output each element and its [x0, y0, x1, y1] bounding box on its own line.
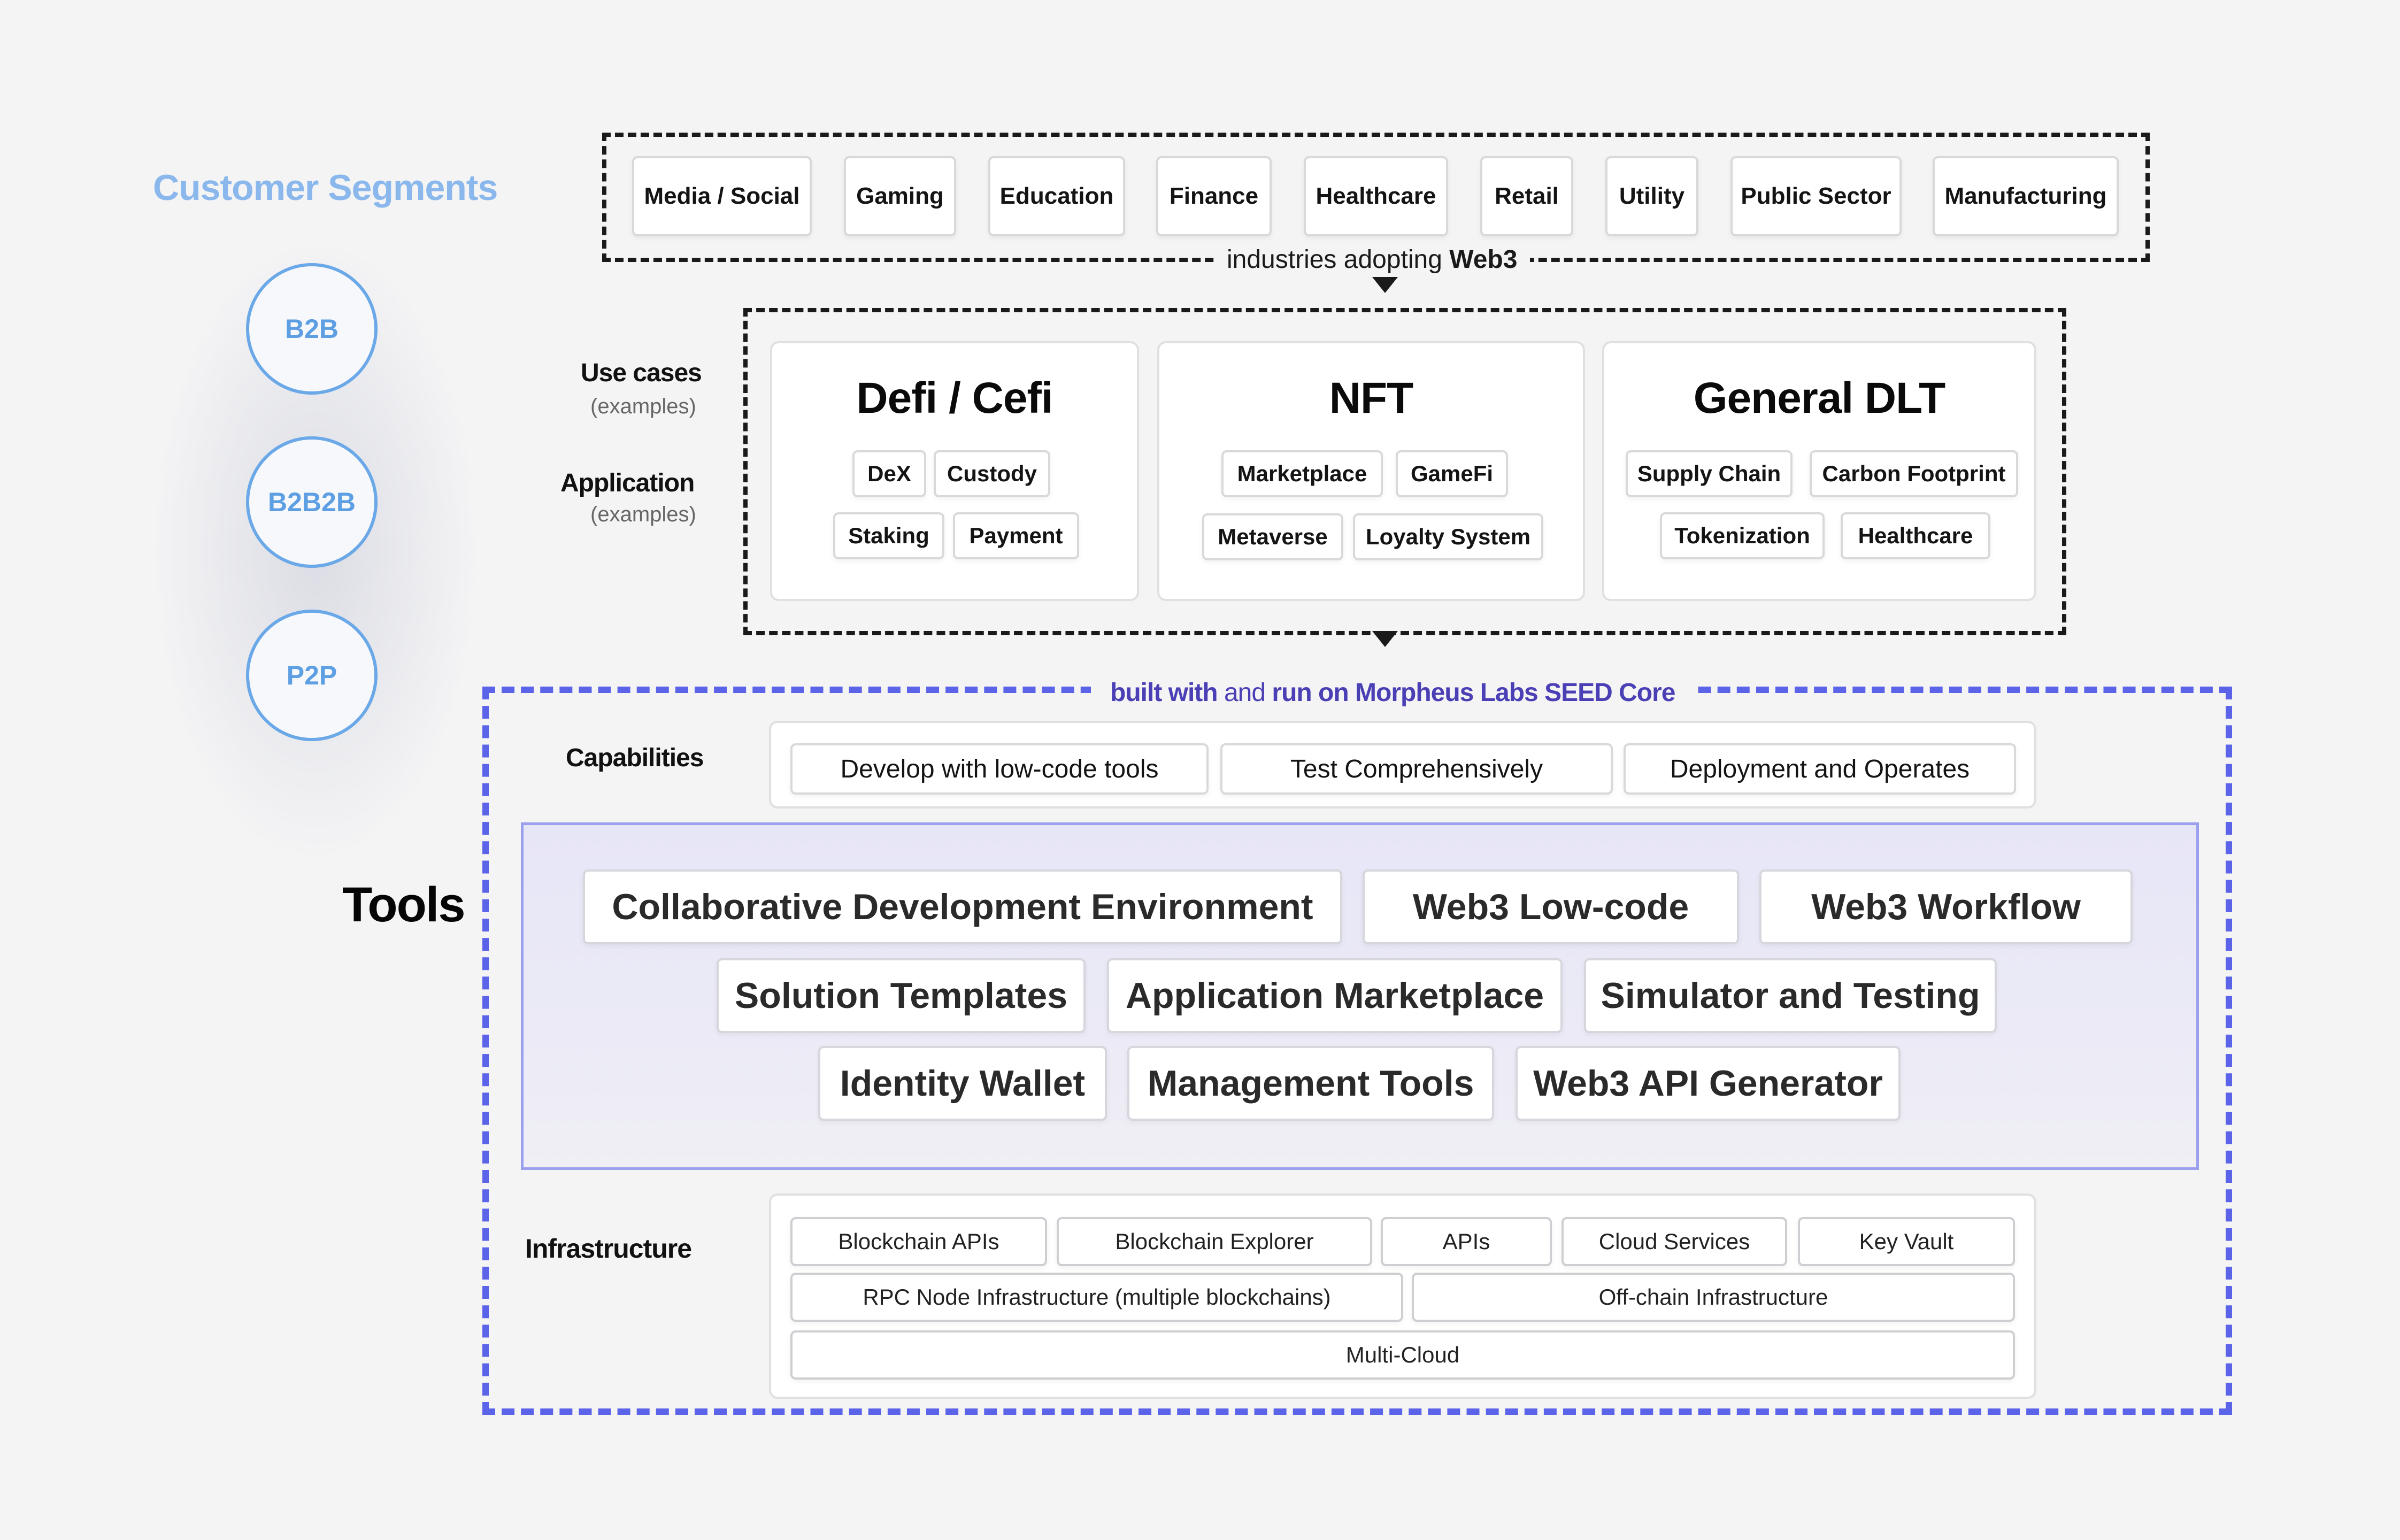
infrastructure-label: Infrastructure — [525, 1234, 692, 1264]
application-label: Application — [560, 469, 695, 497]
tool-solution-templates: Solution Templates — [717, 958, 1086, 1033]
industry-public-sector: Public Sector — [1730, 156, 1902, 236]
arrow-down-icon — [1372, 631, 1398, 647]
tool-web3-low-code: Web3 Low-code — [1363, 869, 1739, 944]
segment-p2p: P2P — [246, 610, 378, 741]
app-payment: Payment — [953, 512, 1079, 559]
industries-caption: industries adopting Web3 — [1214, 245, 1530, 274]
infra-blockchain-apis: Blockchain APIs — [790, 1217, 1047, 1266]
app-custody: Custody — [934, 450, 1050, 497]
app-carbon-footprint: Carbon Footprint — [1810, 450, 2018, 497]
tools-label: Tools — [342, 877, 465, 932]
seed-core-box — [482, 687, 2232, 1415]
infra-blockchain-explorer: Blockchain Explorer — [1057, 1217, 1372, 1266]
segment-b2b2b: B2B2B — [246, 436, 378, 568]
industry-education: Education — [988, 156, 1125, 236]
infra-off-chain: Off-chain Infrastructure — [1412, 1273, 2015, 1322]
infra-apis: APIs — [1381, 1217, 1552, 1266]
capability-deploy: Deployment and Operates — [1624, 743, 2016, 795]
tool-web3-workflow: Web3 Workflow — [1759, 869, 2133, 944]
industry-utility: Utility — [1605, 156, 1698, 236]
industries-caption-prefix: industries adopting — [1227, 245, 1442, 274]
industry-media-social: Media / Social — [632, 156, 812, 236]
industry-retail: Retail — [1480, 156, 1573, 236]
seed-core-part1: built with — [1110, 679, 1218, 707]
segment-b2b: B2B — [246, 263, 378, 395]
capability-test: Test Comprehensively — [1220, 743, 1613, 795]
app-dex: DeX — [852, 450, 926, 497]
app-metaverse: Metaverse — [1202, 513, 1343, 560]
use-case-title-defi: Defi / Cefi — [856, 374, 1053, 422]
tool-identity-wallet: Identity Wallet — [818, 1046, 1107, 1121]
app-gamefi: GameFi — [1396, 450, 1508, 497]
use-cases-sub-label: (examples) — [590, 395, 696, 418]
industries-caption-strong: Web3 — [1449, 245, 1518, 274]
industry-manufacturing: Manufacturing — [1933, 156, 2119, 236]
tool-simulator-testing: Simulator and Testing — [1584, 958, 1997, 1033]
industry-healthcare: Healthcare — [1304, 156, 1448, 236]
tool-collaborative-dev-env: Collaborative Development Environment — [583, 869, 1342, 944]
capabilities-label: Capabilities — [566, 744, 704, 772]
arrow-down-icon — [1372, 277, 1398, 293]
infra-key-vault: Key Vault — [1798, 1217, 2015, 1266]
application-sub-label: (examples) — [590, 503, 696, 526]
infra-cloud-services: Cloud Services — [1561, 1217, 1787, 1266]
capability-develop: Develop with low-code tools — [790, 743, 1209, 795]
infra-multi-cloud: Multi-Cloud — [790, 1330, 2015, 1380]
app-loyalty-system: Loyalty System — [1353, 513, 1543, 560]
infra-rpc-node: RPC Node Infrastructure (multiple blockc… — [790, 1273, 1403, 1322]
seed-core-part3: run on Morpheus Labs SEED Core — [1272, 679, 1675, 707]
use-cases-box — [743, 308, 2066, 635]
app-tokenization: Tokenization — [1660, 512, 1825, 559]
use-cases-label: Use cases — [581, 359, 702, 387]
industry-finance: Finance — [1156, 156, 1272, 236]
use-case-title-nft: NFT — [1329, 374, 1413, 422]
tool-web3-api-generator: Web3 API Generator — [1516, 1046, 1901, 1121]
app-supply-chain: Supply Chain — [1626, 450, 1793, 497]
use-case-title-general-dlt: General DLT — [1693, 374, 1945, 422]
seed-core-caption: built with and run on Morpheus Labs SEED… — [1091, 678, 1695, 707]
tool-application-marketplace: Application Marketplace — [1107, 958, 1563, 1033]
app-staking: Staking — [833, 512, 944, 559]
app-healthcare: Healthcare — [1841, 512, 1990, 559]
industry-gaming: Gaming — [844, 156, 956, 236]
app-marketplace: Marketplace — [1221, 450, 1383, 497]
tool-management-tools: Management Tools — [1127, 1046, 1494, 1121]
seed-core-part2: and — [1224, 679, 1266, 707]
customer-segments-title: Customer Segments — [153, 167, 498, 208]
